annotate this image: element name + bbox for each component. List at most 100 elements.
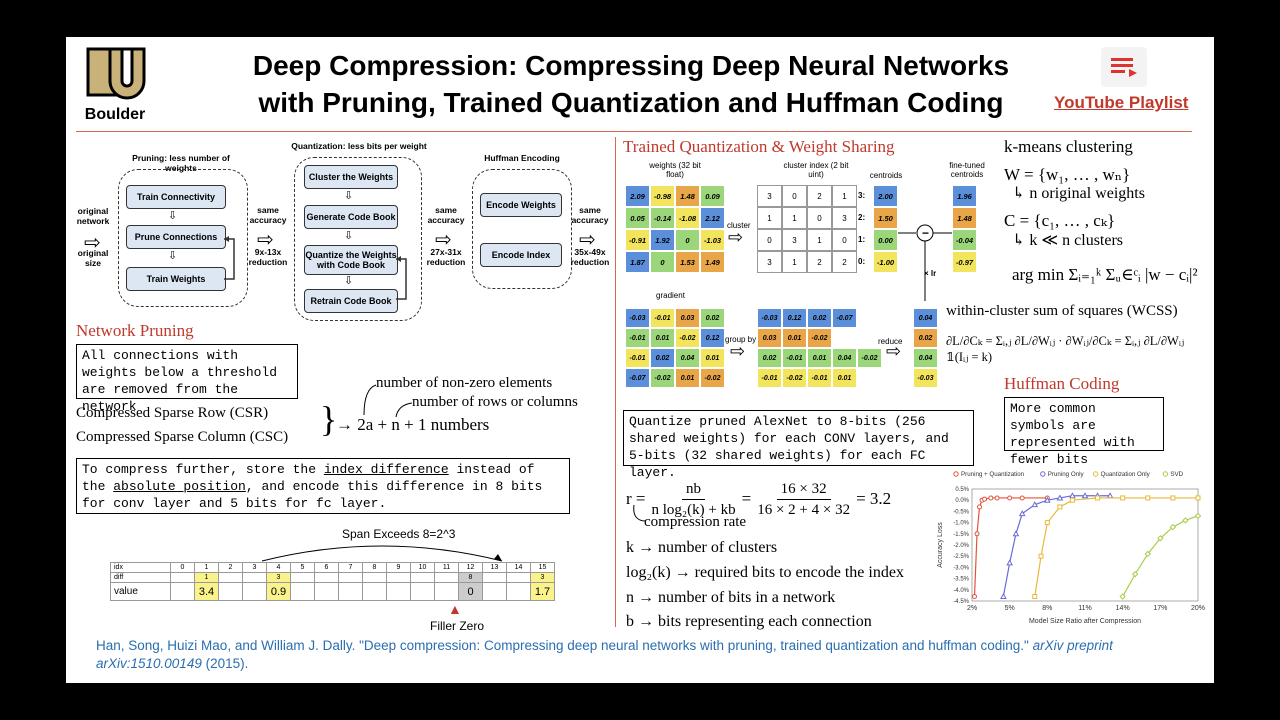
weight-cell: 0.05 — [625, 207, 650, 229]
gradient-cell: 0.01 — [675, 368, 700, 388]
index-cell: 1 — [807, 229, 832, 251]
table-cell — [218, 572, 243, 583]
table-cell: 7 — [338, 562, 363, 573]
finetuned-label: fine-tuned centroids — [949, 161, 985, 179]
grouped-cell: 0.12 — [782, 308, 807, 328]
huffman-box: More common symbols are represented with… — [1004, 397, 1164, 467]
centroid-id: 0: — [858, 257, 866, 266]
centroid-cell: -1.00 — [873, 251, 898, 273]
c-set: C = {c₁, … , cₖ} — [1004, 211, 1116, 230]
weight-cell: 2.09 — [625, 185, 650, 207]
centroids-label: centroids — [869, 171, 903, 180]
data-point — [1157, 535, 1164, 542]
table-cell — [338, 582, 363, 601]
table-cell — [314, 582, 339, 601]
rate-def-log: log₂(k) → required bits to encode the in… — [626, 564, 904, 581]
centroid-id: 1: — [858, 235, 866, 244]
grouped-cell: 0.01 — [832, 368, 857, 388]
y-tick-label: -0.5% — [953, 509, 969, 515]
column-divider — [615, 137, 616, 627]
arrow-icon: ⇨ — [257, 229, 274, 251]
table-cell — [338, 572, 363, 583]
compression-rate-label: compression rate — [644, 514, 747, 530]
rate-result: = 3.2 — [856, 489, 892, 508]
x-axis-label: Model Size Ratio after Compression — [1029, 618, 1141, 625]
header-divider — [76, 131, 1192, 132]
reduction-2-ratio: 27x-31x reduction — [426, 247, 466, 267]
data-point — [1069, 497, 1075, 503]
weight-cell: -1.03 — [700, 229, 725, 251]
step-encode-weights: Encode Weights — [480, 193, 562, 217]
legend-entry: SVD — [1170, 471, 1183, 478]
table-cell: idx — [110, 562, 171, 573]
pruning-definition-box: All connections with weights below a thr… — [76, 344, 298, 414]
cu-logo: Boulder — [80, 43, 150, 123]
grouped-cell: -0.03 — [757, 308, 782, 328]
legend-marker — [1092, 471, 1099, 477]
title-line-2: with Pruning, Trained Quantization and H… — [258, 87, 1004, 118]
annotation-hooks — [363, 384, 413, 418]
data-point — [1031, 501, 1039, 508]
citation-venue: arXiv preprint arXiv:1510.00149 — [96, 638, 1113, 671]
data-point — [1038, 553, 1044, 559]
x-tick-label: 2% — [967, 605, 977, 612]
y-tick-label: -2.5% — [953, 554, 969, 560]
reduced-cell: 0.04 — [913, 348, 938, 368]
table-cell — [290, 582, 315, 601]
table-cell — [170, 582, 195, 601]
table-cell: 3 — [266, 572, 291, 583]
grouped-cell: -0.02 — [857, 348, 882, 368]
weight-cell: -1.08 — [675, 207, 700, 229]
weight-cell: 1.49 — [700, 251, 725, 273]
finetuned-cell: -0.97 — [952, 251, 977, 273]
y-tick-label: -2.0% — [953, 543, 969, 549]
data-point — [1032, 594, 1038, 600]
absolute-position-text: absolute position — [113, 479, 246, 494]
compress-further-box: To compress further, store the index dif… — [76, 458, 570, 514]
c-note: ↳ k ≪ n clusters — [1012, 232, 1124, 249]
step-quantize-weights: Quantize the Weights with Code Book — [304, 245, 398, 275]
index-cell: 3 — [757, 185, 782, 207]
x-tick-label: 17% — [1153, 605, 1167, 612]
pruning-stage — [118, 169, 248, 307]
gradient-cell: -0.02 — [700, 368, 725, 388]
table-cell: 0.9 — [266, 582, 291, 601]
quantization-heading: Trained Quantization & Weight Sharing — [623, 137, 895, 156]
table-cell — [506, 572, 531, 583]
w-note: ↳ n original weights — [1012, 185, 1145, 202]
youtube-playlist-link[interactable]: YouTube Playlist — [1054, 93, 1189, 112]
table-cell: 9 — [386, 562, 411, 573]
step-encode-index: Encode Index — [480, 243, 562, 267]
series-line — [1122, 515, 1199, 597]
wcss-label: within-cluster sum of squares (WCSS) — [946, 303, 1178, 319]
rate-def-n: n → number of bits in a network — [626, 589, 836, 606]
table-cell: 6 — [314, 562, 339, 573]
data-point — [1119, 593, 1126, 600]
weight-cell: 0 — [650, 251, 675, 273]
grouped-cell: -0.01 — [807, 368, 832, 388]
reduction-2: same accuracy — [427, 205, 465, 225]
table-cell: 12 — [458, 562, 483, 573]
grouped-cell: 0.02 — [807, 308, 832, 328]
table-cell — [314, 572, 339, 583]
gradient-cell: 0.01 — [700, 348, 725, 368]
note-nonzero: number of non-zero elements — [376, 375, 553, 391]
table-cell: 4 — [266, 562, 291, 573]
cu-logo-icon — [86, 47, 146, 100]
minus-node: − — [898, 224, 952, 242]
gradient-cell: -0.01 — [625, 328, 650, 348]
y-tick-label: 0.5% — [955, 487, 969, 493]
index-cell: 0 — [757, 229, 782, 251]
gradient-cell: 0.04 — [675, 348, 700, 368]
huffman-stage — [472, 169, 572, 289]
weight-cell: 1.53 — [675, 251, 700, 273]
playlist-icon[interactable] — [1101, 47, 1147, 87]
index-cell: 0 — [832, 229, 857, 251]
weight-cell: -0.98 — [650, 185, 675, 207]
arrow-icon: ⇨ — [730, 341, 746, 361]
table-cell — [434, 582, 459, 601]
gradient-cell: 0.12 — [700, 328, 725, 348]
data-point — [1056, 494, 1064, 501]
